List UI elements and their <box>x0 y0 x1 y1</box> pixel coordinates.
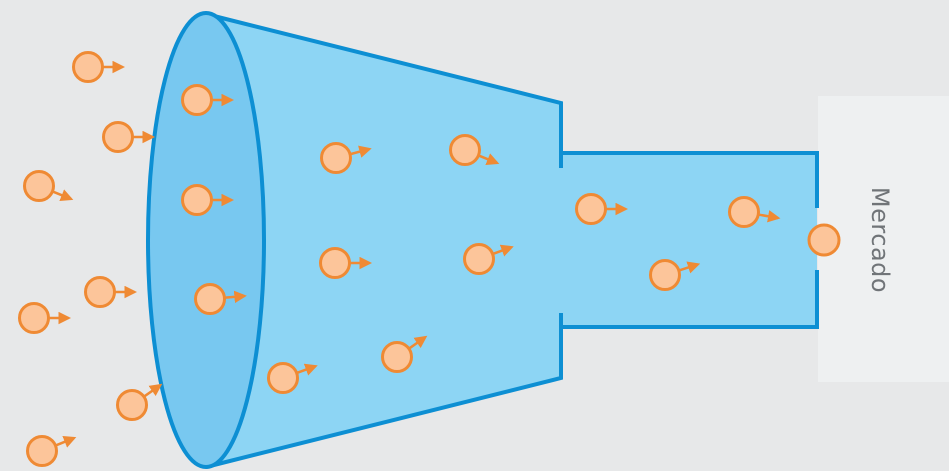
particle-icon <box>181 184 234 216</box>
particle-arrow <box>347 145 372 158</box>
funnel-body-fill <box>206 14 817 467</box>
particle-icon <box>84 276 137 308</box>
particle-icon <box>23 170 74 202</box>
particle-icon <box>575 193 628 225</box>
particle-arrow <box>476 153 500 165</box>
particle-arrow <box>676 261 701 274</box>
particle-arrow <box>490 244 514 257</box>
particle-arrow <box>141 383 163 399</box>
particle-circle <box>72 51 104 83</box>
particle-circle <box>181 84 213 116</box>
exiting-particle-icon <box>807 223 841 257</box>
funnel-outline-top <box>205 12 563 168</box>
particle-circle <box>320 142 352 174</box>
particle-arrow <box>294 363 318 376</box>
particle-circle <box>728 196 760 228</box>
particle-circle <box>18 302 50 334</box>
particle-circle <box>116 389 148 421</box>
particle-circle <box>194 283 226 315</box>
particle-icon <box>102 121 155 153</box>
particle-arrow <box>756 210 781 223</box>
particle-circle <box>267 362 299 394</box>
particle-circle <box>449 134 481 166</box>
particle-circle <box>381 341 413 373</box>
particle-arrow <box>406 335 428 351</box>
particle-circle <box>26 435 58 467</box>
pipe-outline-top <box>561 151 819 208</box>
particle-icon <box>181 84 234 116</box>
particle-icon <box>320 142 372 174</box>
particle-icon <box>649 259 701 291</box>
particle-icon <box>449 134 500 166</box>
particle-icon <box>194 283 247 315</box>
particle-circle <box>575 193 607 225</box>
funnel-outline-bottom <box>205 313 563 469</box>
particle-arrow <box>50 189 74 201</box>
particle-icon <box>319 247 372 279</box>
particle-icon <box>463 243 514 275</box>
particle-icon <box>267 362 318 394</box>
particle-arrow <box>222 290 247 304</box>
particle-circle <box>84 276 116 308</box>
particle-arrow <box>53 436 77 448</box>
particle-circle <box>319 247 351 279</box>
particle-circle <box>23 170 55 202</box>
particle-icon <box>26 435 77 467</box>
particle-icon <box>72 51 125 83</box>
particle-icon <box>381 335 428 373</box>
funnel-mouth <box>146 11 266 469</box>
particle-circle <box>181 184 213 216</box>
particle-circle <box>463 243 495 275</box>
particle-icon <box>728 196 781 228</box>
particle-circle <box>649 259 681 291</box>
particle-icon <box>18 302 71 334</box>
particle-icon <box>116 383 163 421</box>
particle-circle <box>102 121 134 153</box>
pipe-outline-bottom <box>561 270 819 329</box>
particles <box>18 51 841 467</box>
